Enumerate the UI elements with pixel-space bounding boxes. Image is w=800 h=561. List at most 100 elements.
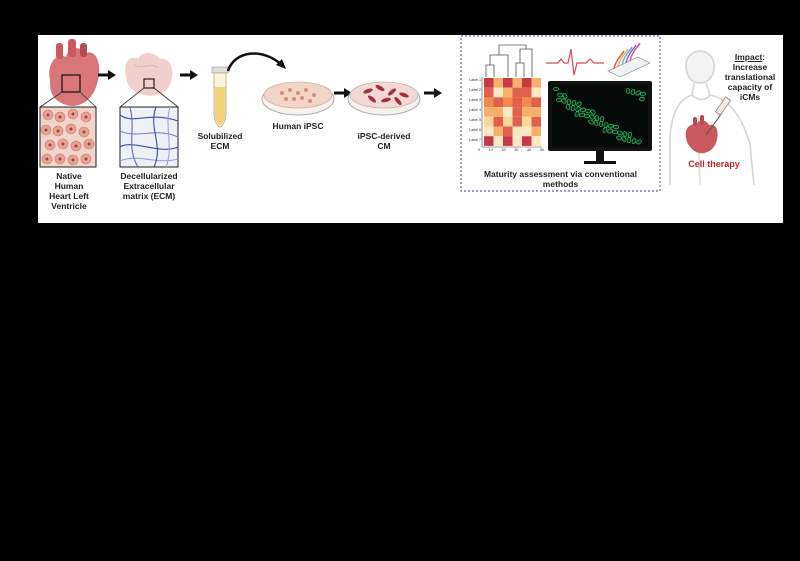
fluorescent-cell <box>607 128 613 134</box>
fluorescent-cell <box>626 137 632 143</box>
fluorescent-cell <box>640 91 646 97</box>
heatmap-cell <box>484 116 494 127</box>
decellularized-heart-icon <box>125 53 173 96</box>
heatmap-cell <box>512 87 522 98</box>
fluorescent-cell <box>556 97 562 103</box>
fluorescent-cell <box>636 139 642 145</box>
tube-icon <box>211 66 229 128</box>
fluorescent-cell <box>622 131 628 137</box>
heatmap-cell <box>493 116 503 127</box>
human-ipsc-label: Human iPSC <box>272 121 324 131</box>
fluorescent-cell <box>627 132 633 138</box>
fluorescent-cell <box>557 92 563 98</box>
heatmap-cell <box>522 116 532 127</box>
heatmap-cell <box>512 126 522 137</box>
heatmap-cell <box>512 116 522 127</box>
heatmap-cell <box>522 136 532 146</box>
fluorescent-cell <box>575 106 581 112</box>
heatmap-cell <box>522 126 532 137</box>
fluorescent-cell <box>635 90 641 96</box>
illustration-layer <box>39 35 755 192</box>
fluorescent-cell <box>588 119 594 125</box>
heatmap-cell <box>531 116 541 127</box>
heatmap-cell <box>522 87 532 98</box>
heatmap-cell <box>503 116 513 127</box>
heatmap-cell <box>512 97 522 108</box>
arrow-2 <box>180 70 198 80</box>
curved-arrow <box>226 52 286 72</box>
heatmap-cell <box>531 97 541 108</box>
arrow-1 <box>98 70 116 80</box>
heatmap-cell <box>484 78 494 88</box>
heatmap-cell <box>503 126 513 137</box>
heatmap-cell <box>503 87 513 98</box>
heatmap-cell <box>512 78 522 88</box>
fluorescent-cell <box>584 113 590 119</box>
fluorescent-cell <box>561 98 567 104</box>
heatmap-cell <box>484 87 494 98</box>
fluorescent-cell <box>562 93 568 99</box>
heatmap-cell <box>493 126 503 137</box>
assessment-box <box>460 35 661 192</box>
fluorescent-cell <box>594 115 600 121</box>
fluorescent-cell <box>631 138 637 144</box>
heatmap-cell <box>484 107 494 117</box>
fluorescent-cell <box>630 89 636 95</box>
heatmap-cell <box>522 97 532 108</box>
syringe-icon <box>705 96 732 136</box>
monitor-icon <box>548 81 652 164</box>
heatmap-cell <box>512 136 522 146</box>
cm-dish-icon <box>347 81 421 116</box>
heatmap-cell <box>531 136 541 146</box>
cell-therapy-label: Cell therapy <box>688 159 740 169</box>
heatmap-cell <box>493 78 503 88</box>
heatmap-cell <box>531 78 541 88</box>
heatmap <box>481 77 542 148</box>
impact-heart-icon <box>685 115 718 154</box>
fluorescent-cell <box>625 88 631 94</box>
heatmap-cell <box>484 97 494 108</box>
fluorescent-cell <box>593 120 599 126</box>
fluorescent-cell <box>603 122 609 128</box>
heatmap-cell <box>503 136 513 146</box>
heatmap-cell <box>493 107 503 117</box>
arrow-4 <box>424 88 442 98</box>
fluorescent-cell <box>566 99 572 105</box>
heatmap-cell <box>531 87 541 98</box>
impact-title: Impact <box>734 52 763 62</box>
zoom-line <box>39 91 63 108</box>
fluorescent-cell <box>602 127 608 133</box>
native-heart-icon <box>49 39 100 106</box>
heatmap-cell <box>531 107 541 117</box>
fluorescent-cell <box>612 129 618 135</box>
electrode-array-icon <box>607 42 651 78</box>
heatmap-cell <box>503 78 513 88</box>
heatmap-cell <box>522 78 532 88</box>
fluorescent-cell <box>553 86 559 92</box>
fluorescent-cell <box>608 123 614 129</box>
fluorescent-cell <box>616 135 622 141</box>
dendrogram <box>485 44 533 77</box>
heatmap-cell <box>503 107 513 117</box>
fluorescent-cell <box>576 101 582 107</box>
heatmap-cell <box>531 126 541 137</box>
heatmap-cell <box>522 107 532 117</box>
fluorescent-cell <box>621 136 627 142</box>
ecg-trace-icon <box>546 48 604 76</box>
fluorescent-cell <box>565 104 571 110</box>
fluorescent-cell <box>574 111 580 117</box>
fluorescent-cell <box>639 96 645 102</box>
heatmap-cell <box>512 107 522 117</box>
ecm-fiber-image <box>119 106 179 168</box>
native-tissue-image <box>39 106 97 168</box>
heatmap-cell <box>503 97 513 108</box>
